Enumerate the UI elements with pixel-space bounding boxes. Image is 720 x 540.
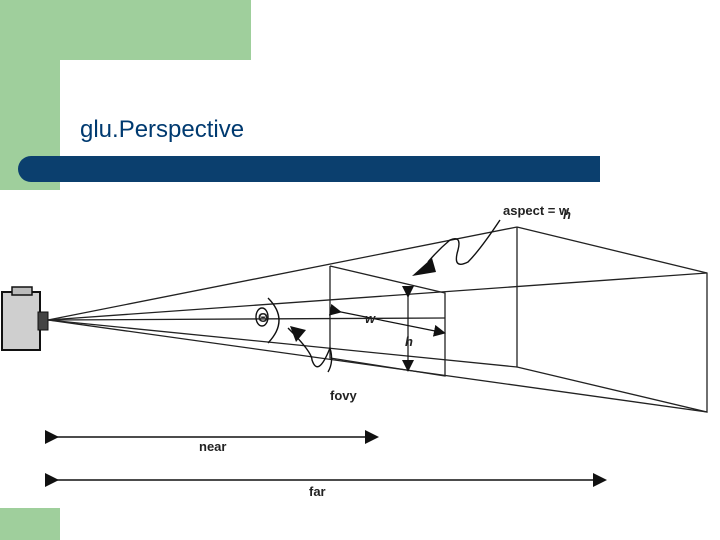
top-accent-bar [60,0,251,60]
theta-symbol: Θ [255,307,269,327]
fovy-arc [267,297,333,373]
aspect-label: aspect = w [503,203,570,218]
dimension-arrows [328,286,446,372]
height-label: h [405,334,413,349]
bottom-accent-block [0,508,60,540]
slide-title: glu.Perspective [80,116,245,143]
far-label: far [309,484,326,499]
svg-text:Θ: Θ [258,310,268,325]
width-label: w [365,311,376,326]
fovy-label: fovy [330,388,358,403]
title-rule [18,156,600,182]
aspect-denominator: h [563,207,571,222]
camera-icon [1,286,49,351]
aspect-arrowhead [412,258,436,276]
fovy-arrowhead [290,326,306,342]
aspect-leader [427,219,501,265]
near-label: near [199,439,226,454]
